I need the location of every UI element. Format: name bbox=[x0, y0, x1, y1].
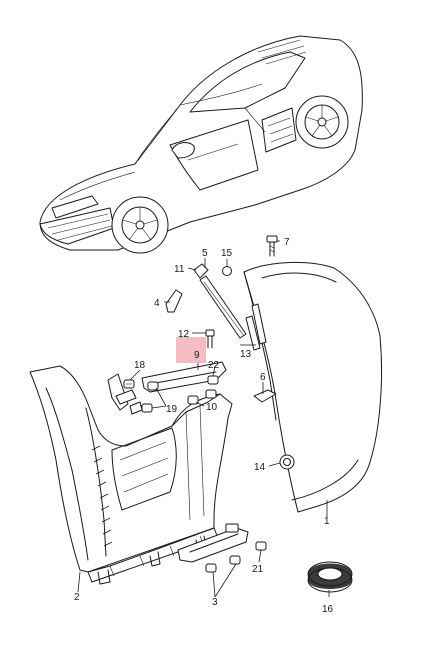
screw-12 bbox=[205, 329, 215, 349]
callout-12: 12 bbox=[178, 329, 190, 340]
callout-13: 13 bbox=[240, 349, 252, 360]
hinge-bracket bbox=[107, 373, 143, 415]
screw-10 bbox=[187, 395, 199, 405]
callout-15: 15 bbox=[221, 248, 233, 259]
callout-7: 7 bbox=[284, 237, 290, 248]
callout-9: 9 bbox=[194, 350, 200, 361]
lower-bracket bbox=[177, 523, 249, 563]
tape-roll bbox=[307, 561, 353, 593]
grommet bbox=[279, 454, 295, 470]
callout-6: 6 bbox=[260, 372, 266, 383]
screw-22a bbox=[207, 375, 219, 385]
callout-2: 2 bbox=[74, 592, 80, 603]
callout-14: 14 bbox=[254, 462, 266, 473]
clip-part bbox=[193, 263, 209, 279]
callout-16: 16 bbox=[322, 604, 334, 615]
callout-11: 11 bbox=[174, 264, 185, 275]
screw-21 bbox=[255, 541, 267, 551]
screw-22b bbox=[205, 389, 217, 399]
screw-18 bbox=[123, 379, 135, 389]
small-bracket bbox=[165, 289, 183, 313]
callout-labels: 1 2 3 4 5 6 7 9 10 11 12 13 14 15 16 18 … bbox=[74, 237, 334, 615]
car-overview bbox=[39, 35, 363, 254]
screw-19a bbox=[147, 381, 159, 391]
window-trim-strip bbox=[199, 275, 267, 351]
screw-3b bbox=[229, 555, 241, 565]
callout-1: 1 bbox=[324, 516, 330, 527]
bolt-7 bbox=[266, 235, 278, 257]
callout-18: 18 bbox=[134, 360, 146, 371]
screw-3a bbox=[205, 563, 217, 573]
callout-5: 5 bbox=[202, 248, 208, 259]
highlight-callout-9 bbox=[176, 337, 206, 363]
screw-19b bbox=[141, 403, 153, 413]
callout-21: 21 bbox=[252, 564, 264, 575]
callout-3: 3 bbox=[212, 597, 218, 608]
callout-10: 10 bbox=[206, 402, 218, 413]
callout-19: 19 bbox=[166, 404, 178, 415]
callout-22: 22 bbox=[208, 360, 220, 371]
leader-lines bbox=[77, 240, 330, 598]
callout-4: 4 bbox=[154, 298, 160, 309]
cap-plug bbox=[222, 266, 232, 276]
door-shell bbox=[243, 261, 383, 513]
